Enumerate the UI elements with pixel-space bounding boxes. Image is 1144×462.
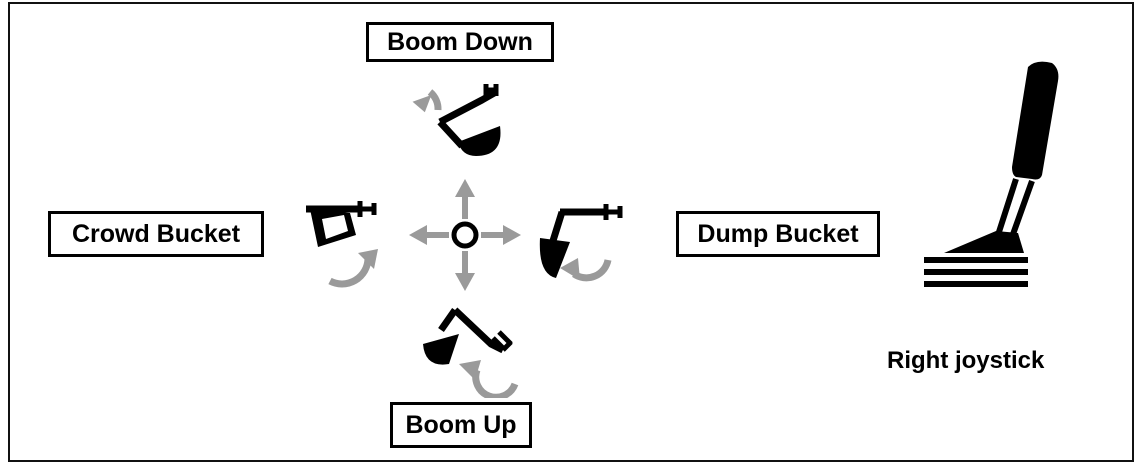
boom-up-bucket-icon [423,307,519,398]
crowd-bucket-icon [306,201,378,288]
right-joystick-caption: Right joystick [887,347,1045,374]
dump-bucket-label: Dump Bucket [676,211,880,257]
joystick-lever-icon [924,61,1059,287]
joystick-center-icon [409,179,521,291]
boom-down-bucket-icon [412,84,501,156]
boom-down-label: Boom Down [366,22,554,62]
dump-bucket-icon [539,204,623,282]
boom-up-label: Boom Up [390,402,532,448]
crowd-bucket-label: Crowd Bucket [48,211,264,257]
